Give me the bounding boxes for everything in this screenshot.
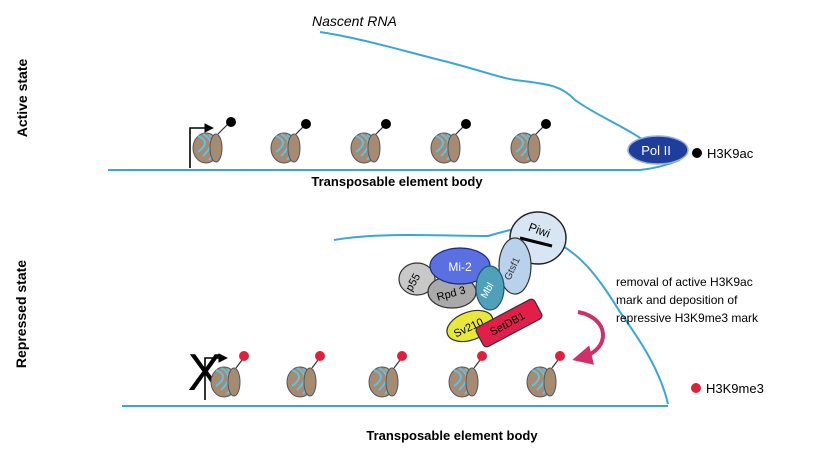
h3k9ac-legend-dot [692, 148, 702, 158]
active-nucleosome-2 [270, 119, 311, 164]
active-body-label: Transposable element body [311, 174, 483, 189]
active-nucleosome-4 [430, 119, 471, 164]
nascent-rna-label: Nascent RNA [312, 13, 397, 29]
repressed-nucleosome-4 [448, 351, 487, 398]
mbl-protein: Mbl [475, 265, 505, 311]
active-tss-arrow [189, 123, 214, 168]
repressed-body-label: Transposable element body [366, 428, 538, 443]
annotation-line-1: removal of active H3K9ac [616, 275, 753, 289]
curved-deposition-arrow [572, 310, 605, 365]
p55-protein: p55 [398, 262, 436, 296]
piwi-complex: Piwi Gtsf1 p55 Rpd 3 Mi-2 Mbl Sv [398, 211, 567, 348]
active-dna-line [108, 159, 681, 171]
repressed-nucleosome-2 [286, 351, 325, 398]
pol-ii-label: Pol II [641, 143, 671, 158]
repressed-nucleosome-1 [210, 351, 249, 398]
active-state-label: Active state [14, 58, 30, 138]
repressed-nucleosome-5 [526, 351, 565, 398]
annotation-line-2: mark and deposition of [616, 293, 738, 307]
active-nucleosome-3 [350, 119, 391, 164]
gtsf1-protein: Gtsf1 [498, 237, 532, 295]
active-nucleosome-1 [192, 117, 236, 164]
h3k9me3-legend-label: H3K9me3 [706, 381, 764, 396]
repressed-state-label: Repressed state [13, 259, 29, 369]
pol-ii-complex: Pol II [627, 135, 689, 165]
repressed-tss-arrow [204, 353, 228, 400]
nascent-rna-line [319, 31, 661, 153]
mi2-label: Mi-2 [448, 260, 472, 274]
h3k9ac-legend-label: H3K9ac [707, 146, 754, 161]
repressed-nucleosome-3 [368, 351, 407, 398]
annotation-line-3: repressive H3K9me3 mark [616, 311, 759, 325]
active-nucleosome-5 [510, 119, 551, 164]
h3k9me3-legend-dot [691, 383, 701, 393]
